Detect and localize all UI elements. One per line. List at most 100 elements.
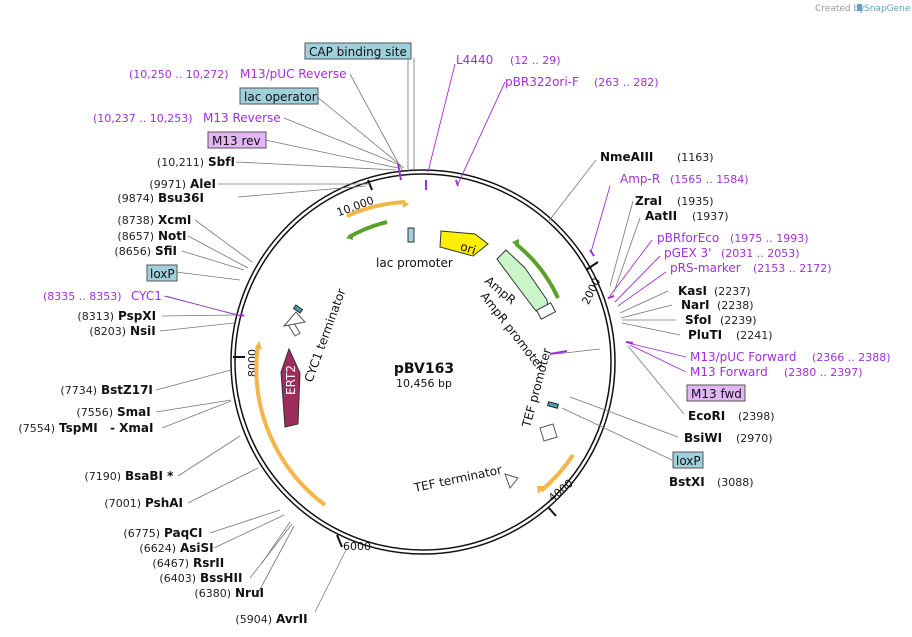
enzyme-xcmi-pos: (8738) bbox=[117, 214, 154, 227]
ert2-arrow: ERT2 bbox=[280, 347, 301, 428]
ruler-label-2000: 2000 bbox=[579, 276, 603, 307]
svg-text:CAP binding site: CAP binding site bbox=[309, 45, 407, 59]
green-arc-right-head bbox=[512, 239, 519, 248]
enzyme-smai-name: SmaI bbox=[117, 405, 151, 419]
cap-binding-site-box: CAP binding site bbox=[304, 42, 412, 60]
tef-promoter-shape bbox=[539, 423, 558, 442]
primer-m13puc-fwd-range: (2366 .. 2388) bbox=[812, 351, 891, 364]
enzyme-assi-pos: (6624) bbox=[139, 542, 176, 555]
enzyme-ecori-name: EcoRI bbox=[688, 409, 725, 423]
primer-m13puc-rev-name: M13/pUC Reverse bbox=[240, 67, 347, 81]
ampr-promoter-box bbox=[535, 302, 557, 320]
svg-text:loxP: loxP bbox=[150, 267, 175, 281]
loxp-left-marker bbox=[292, 304, 304, 314]
credit-text: Created by bbox=[815, 4, 865, 14]
tef-terminator-shape bbox=[504, 473, 519, 490]
enzyme-nrui-name: NruI bbox=[235, 586, 264, 600]
primer-l4440-range: (12 .. 29) bbox=[510, 54, 561, 67]
primer-ampr-name: Amp-R bbox=[620, 172, 660, 186]
enzyme-alei-pos: (9971) bbox=[149, 178, 186, 191]
green-arc-right bbox=[514, 242, 560, 299]
enzyme-sfii-name: SfiI bbox=[155, 244, 177, 258]
green-arc-top-head bbox=[346, 233, 353, 240]
lac-operator-box: lac operator bbox=[239, 87, 319, 105]
svg-text:M13 rev: M13 rev bbox=[212, 134, 261, 148]
enzyme-assi-name: AsiSI bbox=[180, 541, 214, 555]
enzyme-pspxi-pos: (8313) bbox=[77, 310, 114, 323]
enzyme-bsiwi-pos: (2970) bbox=[736, 432, 773, 445]
credit-brand: SnapGene bbox=[864, 4, 911, 14]
enzyme-bsshii-name: BssHII bbox=[200, 571, 242, 585]
enzyme-sbfi-pos: (10,211) bbox=[157, 156, 204, 169]
enzyme-tspmi-pos: (7554) bbox=[18, 422, 55, 435]
enzyme-bstz17i-name: BstZ17I bbox=[101, 383, 153, 397]
ruler-label-6000: 6000 bbox=[343, 540, 371, 553]
primer-m13-fwd-range: (2380 .. 2397) bbox=[784, 366, 863, 379]
green-arc-top bbox=[348, 220, 388, 239]
enzyme-paqci-name: PaqCI bbox=[164, 526, 202, 540]
backbone-inner bbox=[234, 173, 612, 551]
loxp-right-box: loxP bbox=[672, 451, 704, 469]
enzyme-sfii-pos: (8656) bbox=[114, 245, 151, 258]
enzyme-zrai-name: ZraI bbox=[635, 194, 662, 208]
m13-fwd-marker bbox=[549, 350, 568, 355]
enzyme-arui-pos: (6380) bbox=[194, 587, 231, 600]
primer-cyc1-range: (8335 .. 8353) bbox=[43, 290, 122, 303]
m13-fwd-box: M13 fwd bbox=[686, 384, 746, 402]
enzyme-paqci-pos: (6775) bbox=[123, 527, 160, 540]
enzyme-noti-pos: (8657) bbox=[117, 230, 154, 243]
enzyme-rsrii-name: RsrII bbox=[193, 556, 224, 570]
primer-cyc1-name: CYC1 bbox=[131, 289, 162, 303]
primer-m13-rev-name: M13 Reverse bbox=[203, 111, 281, 125]
enzyme-pshai-name: PshAI bbox=[145, 496, 183, 510]
primer-leader-lines bbox=[163, 63, 687, 373]
cyc1-terminator-label: CYC1 terminator bbox=[302, 287, 349, 384]
enzyme-avrii-pos: (5904) bbox=[235, 613, 272, 626]
enzyme-nsii-name: NsiI bbox=[130, 324, 156, 338]
enzyme-pluti-name: PluTI bbox=[688, 328, 722, 342]
enzyme-bsiwi-name: BsiWI bbox=[684, 431, 722, 445]
enzyme-bsu36i-pos: (9874) bbox=[117, 192, 154, 205]
primer-m13puc-fwd-name: M13/pUC Forward bbox=[690, 350, 797, 364]
primer-prs-range: (2153 .. 2172) bbox=[753, 262, 832, 275]
enzyme-noti-name: NotI bbox=[158, 229, 187, 243]
orange-arc-left-head bbox=[255, 341, 262, 349]
enzyme-smai-pos: (7556) bbox=[76, 406, 113, 419]
loxp-right-marker bbox=[547, 401, 559, 409]
enzyme-pshai-pos: (7001) bbox=[104, 497, 141, 510]
svg-text:M13 fwd: M13 fwd bbox=[691, 387, 742, 401]
enzyme-nari-pos: (2238) bbox=[717, 299, 754, 312]
enzyme-bsabi-name: BsaBI * bbox=[125, 469, 174, 483]
enzyme-rsrii-pos: (6467) bbox=[152, 557, 189, 570]
enzyme-zrai-pos: (1935) bbox=[677, 195, 714, 208]
enzyme-nmeaiii-name: NmeAIII bbox=[600, 150, 653, 164]
enzyme-bstxi-name: BstXI bbox=[669, 475, 705, 489]
primer-m13-rev-range: (10,237 .. 10,253) bbox=[93, 112, 193, 125]
primer-pbr322ori-name: pBR322ori-F bbox=[505, 75, 579, 89]
primer-ampr-range: (1565 .. 1584) bbox=[670, 173, 749, 186]
plasmid-name: pBV163 bbox=[394, 361, 454, 377]
enzyme-kasi-pos: (2237) bbox=[714, 285, 751, 298]
enzyme-aatii-pos: (1937) bbox=[692, 210, 729, 223]
orange-arc-right bbox=[539, 453, 575, 493]
orange-arc-right-head bbox=[537, 486, 545, 494]
plasmid-length: 10,456 bp bbox=[396, 377, 452, 390]
ert2-label: ERT2 bbox=[284, 365, 298, 395]
orange-arc-left bbox=[254, 344, 327, 507]
enzyme-bstz17i-pos: (7734) bbox=[60, 384, 97, 397]
snapgene-logo-icon bbox=[857, 4, 862, 11]
lac-promoter-label: lac promoter bbox=[376, 256, 453, 270]
enzyme-nari-name: NarI bbox=[681, 298, 710, 312]
enzyme-xmai-name: - XmaI bbox=[110, 421, 153, 435]
enzyme-bsshii-pos: (6403) bbox=[159, 572, 196, 585]
svg-text:lac operator: lac operator bbox=[244, 90, 317, 104]
enzyme-nmeaiii-pos: (1163) bbox=[677, 151, 714, 164]
primer-m13-fwd-name: M13 Forward bbox=[690, 365, 768, 379]
cyc1-terminator-head bbox=[282, 311, 306, 327]
enzyme-kasi-name: KasI bbox=[678, 284, 707, 298]
enzyme-sfoi-pos: (2239) bbox=[720, 314, 757, 327]
enzyme-bsabi-pos: (7190) bbox=[84, 470, 121, 483]
svg-text:loxP: loxP bbox=[676, 454, 701, 468]
ruler bbox=[233, 179, 599, 548]
